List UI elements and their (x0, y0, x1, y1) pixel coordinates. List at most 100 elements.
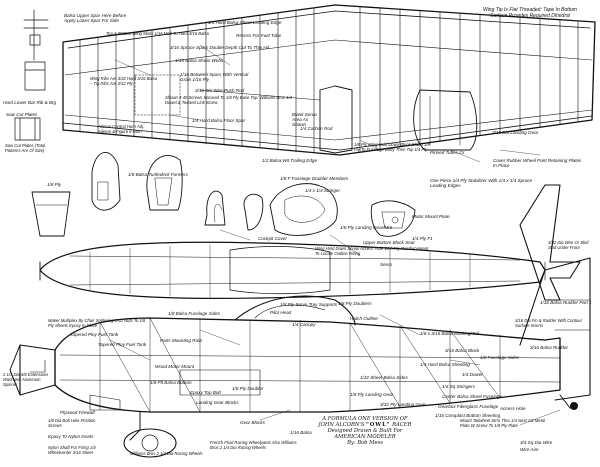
right-label: Cover Rubber Wheel Pant Retaining Plates… (493, 158, 582, 168)
title-racer: RACER (392, 422, 412, 428)
wing-label: Wing Ribs Are 3/32 Hard 3/16 Balsa – Tip… (90, 76, 158, 86)
left-note: Maker Multiplex By Chair Soldering 6-32 … (48, 318, 146, 328)
fuselage-label: Epoxy Top Bolt (190, 390, 221, 395)
fuselage-label: 1/8 Ply Servo Tray Supports (280, 302, 338, 307)
title-line: AMERICAN MODELER (334, 434, 396, 440)
wing-label: 3/16 Spruce Spars Double Depth Cut To Th… (170, 45, 270, 50)
fuselage-label: 1/8 Ply Doublers (338, 301, 372, 306)
fuselage-label: Hatch Outline (350, 316, 378, 321)
wheel-pant (123, 428, 177, 458)
wing-plan-view (62, 4, 596, 156)
wing-label: 1/8 Ply Wing Hold Down Block Glued 1/8 P… (354, 142, 430, 152)
fuselage-label: Servo (380, 262, 393, 267)
right-label: 3/16 Dia Landing Gear (492, 130, 539, 135)
fuselage-label: 3/4 Sq Dia Wire (520, 440, 553, 445)
left-note: 1/8 Dia Bolt Hole Position Screws (48, 418, 96, 428)
fuselage-side-view (9, 257, 591, 458)
fuselage-label: 1/8 Ply Landing Gear (350, 392, 394, 397)
former-label: 1/8 F Fuselage Doubler Members (280, 176, 349, 181)
side-note: Hard Lower Bar Rib & Brg (3, 100, 57, 105)
fuselage-label: Cockpit Cover (258, 236, 287, 241)
title-model: "OWL" (366, 422, 391, 428)
fuselage-label: Wood Motor Mount (155, 364, 195, 369)
bottom-label: Nylon Shaft For Firing 1/4 Wheelcenter 3… (48, 445, 96, 455)
former-label: 1/8 Ply (47, 182, 62, 187)
former-label: Upper Bottom Block Seat (363, 240, 415, 245)
wing-ribs (79, 6, 579, 154)
fuselage-label: 1/4 Hard Balsa Sheeting (420, 362, 470, 367)
title-designer: JOHN ALCORN'S (318, 422, 365, 428)
wing-label: 1/4 Hard Balsa Floor Spar (192, 118, 246, 123)
former-label: 1/4 Ply F1 (412, 236, 433, 241)
wing-label: 1/2 Balsa Wit Trailing Edge (262, 158, 318, 163)
fuselage-label: 3/32 Ply Landing Gear (380, 402, 426, 407)
bottom-label: 1/16 Balsa (290, 430, 312, 435)
wing-section (179, 369, 261, 396)
fuselage-label: 1/8 x 3/16 Balsa Marking/Tail (420, 331, 479, 336)
wing-top-note: Balsa Upper Spar Here Before (64, 13, 127, 18)
fin-rudder (519, 257, 591, 401)
fuselage-label: Wire Aim (520, 447, 539, 452)
wing-label: Aileron Control Horn Adj. Aileron & Figu… (98, 124, 145, 134)
fuselage-label: 1/4 Dowel (462, 372, 483, 377)
wing-label: 3/16 Dia Wire Push Rod (195, 88, 245, 93)
fuselage-label: Gearbox Fiberglass Fuselage (438, 404, 499, 409)
right-label: Pinned Tubes Or (430, 150, 465, 155)
former-label: 1/8 Balsa Turtledeck Formers (128, 172, 188, 177)
fuselage-label: 1/8 Fuselage Sides (480, 355, 520, 360)
spinner (19, 344, 56, 396)
right-label: 3/32 Dia Wire Or Skid Skid Under Front (548, 240, 589, 250)
left-note: French Fluid Racing Wheelpants Also Will… (210, 440, 297, 450)
left-note: Epoxy To Nylon Insets (48, 434, 94, 439)
right-label: 3/16 Balsa Rudder (530, 345, 569, 350)
bottom-label: Gear Blocks (240, 420, 266, 425)
right-label: 3/16 Dia Fin & Rudder With Contour Surfa… (515, 318, 582, 328)
wing-label: 1/16 Between Spars With Vertical Grain 1… (180, 72, 249, 82)
fuselage-label: 1/16 Coroplast Bottom Sheeting (435, 413, 501, 418)
side-note: Saw Cut Plates (6, 112, 38, 117)
former-label: Motor Mount Plate (412, 214, 450, 219)
fuselage-label: 1/4 Sq Stringers (442, 384, 475, 389)
tailwheel (570, 402, 578, 410)
wing-label: 1/4 Hard Balsa Sheet Leading Edge (208, 20, 282, 25)
detail-sketches (14, 9, 49, 141)
fuselage-label: Tapered Ploy Fuel Tank (70, 332, 119, 337)
wing-label: Top & Bottom Wing Skins 1/16 Med To Hard… (106, 31, 209, 36)
servo-bay (134, 74, 181, 116)
fuselage-label: Center Balsa Sheet Fuselage (442, 394, 503, 399)
fuselage-label: 1/8 Plt Balsa Bottom (150, 380, 192, 385)
title-line: Designed Drawn & Built For (327, 428, 403, 434)
fuselage-label: Landing Gear Blocks (196, 400, 239, 405)
wing-label: Recess For Fuel Tube (236, 33, 282, 38)
fuselage-label: Williams Bros 2 1/4 Dia Racing Wheels (130, 451, 203, 456)
title-block: A FORMULA ONE VERSION OF JOHN ALCORN'S "… (310, 416, 420, 446)
side-note: Saw Cut Plates (Total Patterns Are Of Si… (5, 143, 46, 153)
fuselage-top-view (39, 184, 581, 301)
former-label: 1/8 Ply Landing Gear/Mnt (340, 225, 393, 230)
fuselage-label: 3/16 Balsa Block (445, 348, 480, 353)
wing-top-note: Apply Lower Spar For Side (64, 18, 119, 23)
fuselage-label: Access Hole (500, 406, 526, 411)
former-label: 1/4 x 1/4 Stringer (305, 188, 340, 193)
left-note: Tapered Ploy Fuel Tank (98, 342, 147, 347)
fuselage-label: 1/4 Canopy (292, 322, 316, 327)
title-line: A FORMULA ONE VERSION OF (322, 416, 408, 422)
wing-center-section (319, 85, 353, 154)
right-label: 1/16 Balsa Rudder Part 1 (540, 300, 592, 305)
fuselage-label: Plywood Firewall (60, 410, 95, 415)
fuselage-label: Parts Mounting Rails (160, 338, 203, 343)
left-note: 2 1/4 Dia 3/8 Extensions Wachwell Alumin… (3, 372, 49, 387)
wing-label: 1/16 Balsa Shear Webs (175, 58, 224, 63)
title-line: By: Bob Mess (347, 440, 383, 446)
landing-gear-bay (413, 89, 478, 151)
right-label: One Piece 1/4 Ply Stabilizer With 1/4 x … (430, 178, 533, 188)
fuselage-label: 1/32 Sheet Balsa Sides (360, 375, 408, 380)
fuselage-label: 1/8 Balsa Fuselage Sides (168, 311, 221, 316)
wing-label: Blank Servo Area As Shown (292, 112, 317, 127)
wing-label: 1/4 Carbon Rod (300, 126, 333, 131)
fuselage-label: Wing Hold Down Screw Access Hole With Pl… (315, 246, 429, 256)
fuselage-label: 1/8 Ply Doubler (232, 386, 264, 391)
title-line: JOHN ALCORN'S "OWL" RACER (310, 422, 420, 428)
canopy-outline (234, 295, 356, 326)
